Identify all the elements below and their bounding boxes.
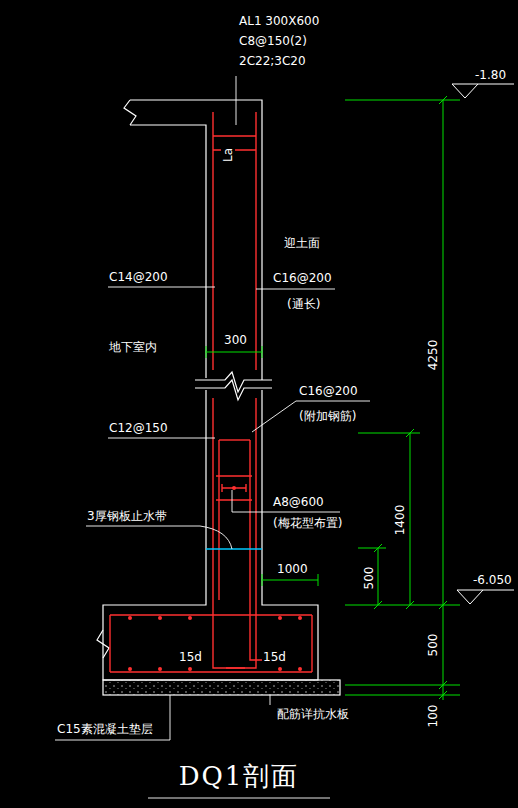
- annotation-label: AL1 300X600: [238, 14, 320, 28]
- annotation-label: 300: [223, 333, 248, 347]
- drawing-title: DQ1剖面: [179, 759, 300, 794]
- annotation-label: (附加钢筋): [298, 409, 357, 423]
- annotation-label: -1.80: [474, 68, 507, 82]
- annotation-label: C16@200: [272, 271, 333, 285]
- annotation-label: 1000: [276, 562, 309, 576]
- annotation-label: 配筋详抗水板: [276, 707, 350, 721]
- dimension-lines: [206, 96, 460, 700]
- dimension-text: 100: [426, 704, 440, 729]
- annotation-label: C8@150(2): [238, 34, 308, 48]
- annotation-label: C14@200: [108, 270, 169, 284]
- annotation-label: 15d: [178, 650, 203, 664]
- annotation-label: 3厚钢板止水带: [86, 509, 168, 523]
- annotation-label: C16@200: [298, 384, 359, 398]
- annotation-label: -6.050: [472, 573, 513, 587]
- annotation-label: (通长): [286, 297, 321, 311]
- dimension-text: 4250: [426, 339, 440, 372]
- rebar: [110, 112, 312, 672]
- dimension-text: 1400: [393, 504, 407, 537]
- dimension-text: La: [221, 147, 235, 163]
- annotation-label: 2C22;3C20: [238, 54, 307, 68]
- water-stop: [206, 548, 262, 550]
- dimension-text: 500: [426, 633, 440, 658]
- elevation-marks: [452, 84, 514, 604]
- dimension-text: 500: [362, 566, 376, 591]
- annotation-label: C15素混凝土垫层: [56, 722, 154, 736]
- annotation-label: 地下室内: [108, 340, 158, 354]
- annotation-label: (梅花型布置): [272, 516, 343, 530]
- annotation-label: C12@150: [108, 421, 169, 435]
- leader-lines: [55, 76, 370, 798]
- annotation-label: 迎土面: [283, 236, 321, 250]
- annotation-label: A8@600: [272, 495, 325, 509]
- annotation-label: 15d: [262, 650, 287, 664]
